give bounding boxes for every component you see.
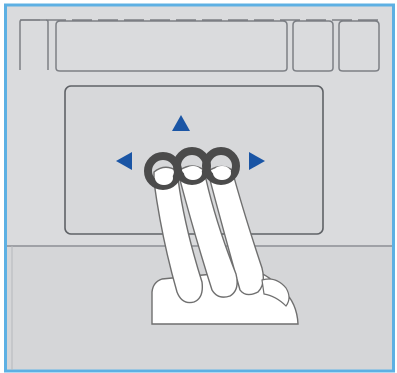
key-right-2 [339, 21, 379, 71]
key-right-1 [293, 21, 333, 71]
key-left [20, 20, 48, 70]
fingertip-fill-right [213, 166, 231, 180]
fingertip-fill-middle [184, 166, 202, 180]
key-wide [56, 21, 287, 71]
keyboard-row [20, 20, 380, 71]
fingertip-fill-left [155, 171, 173, 185]
